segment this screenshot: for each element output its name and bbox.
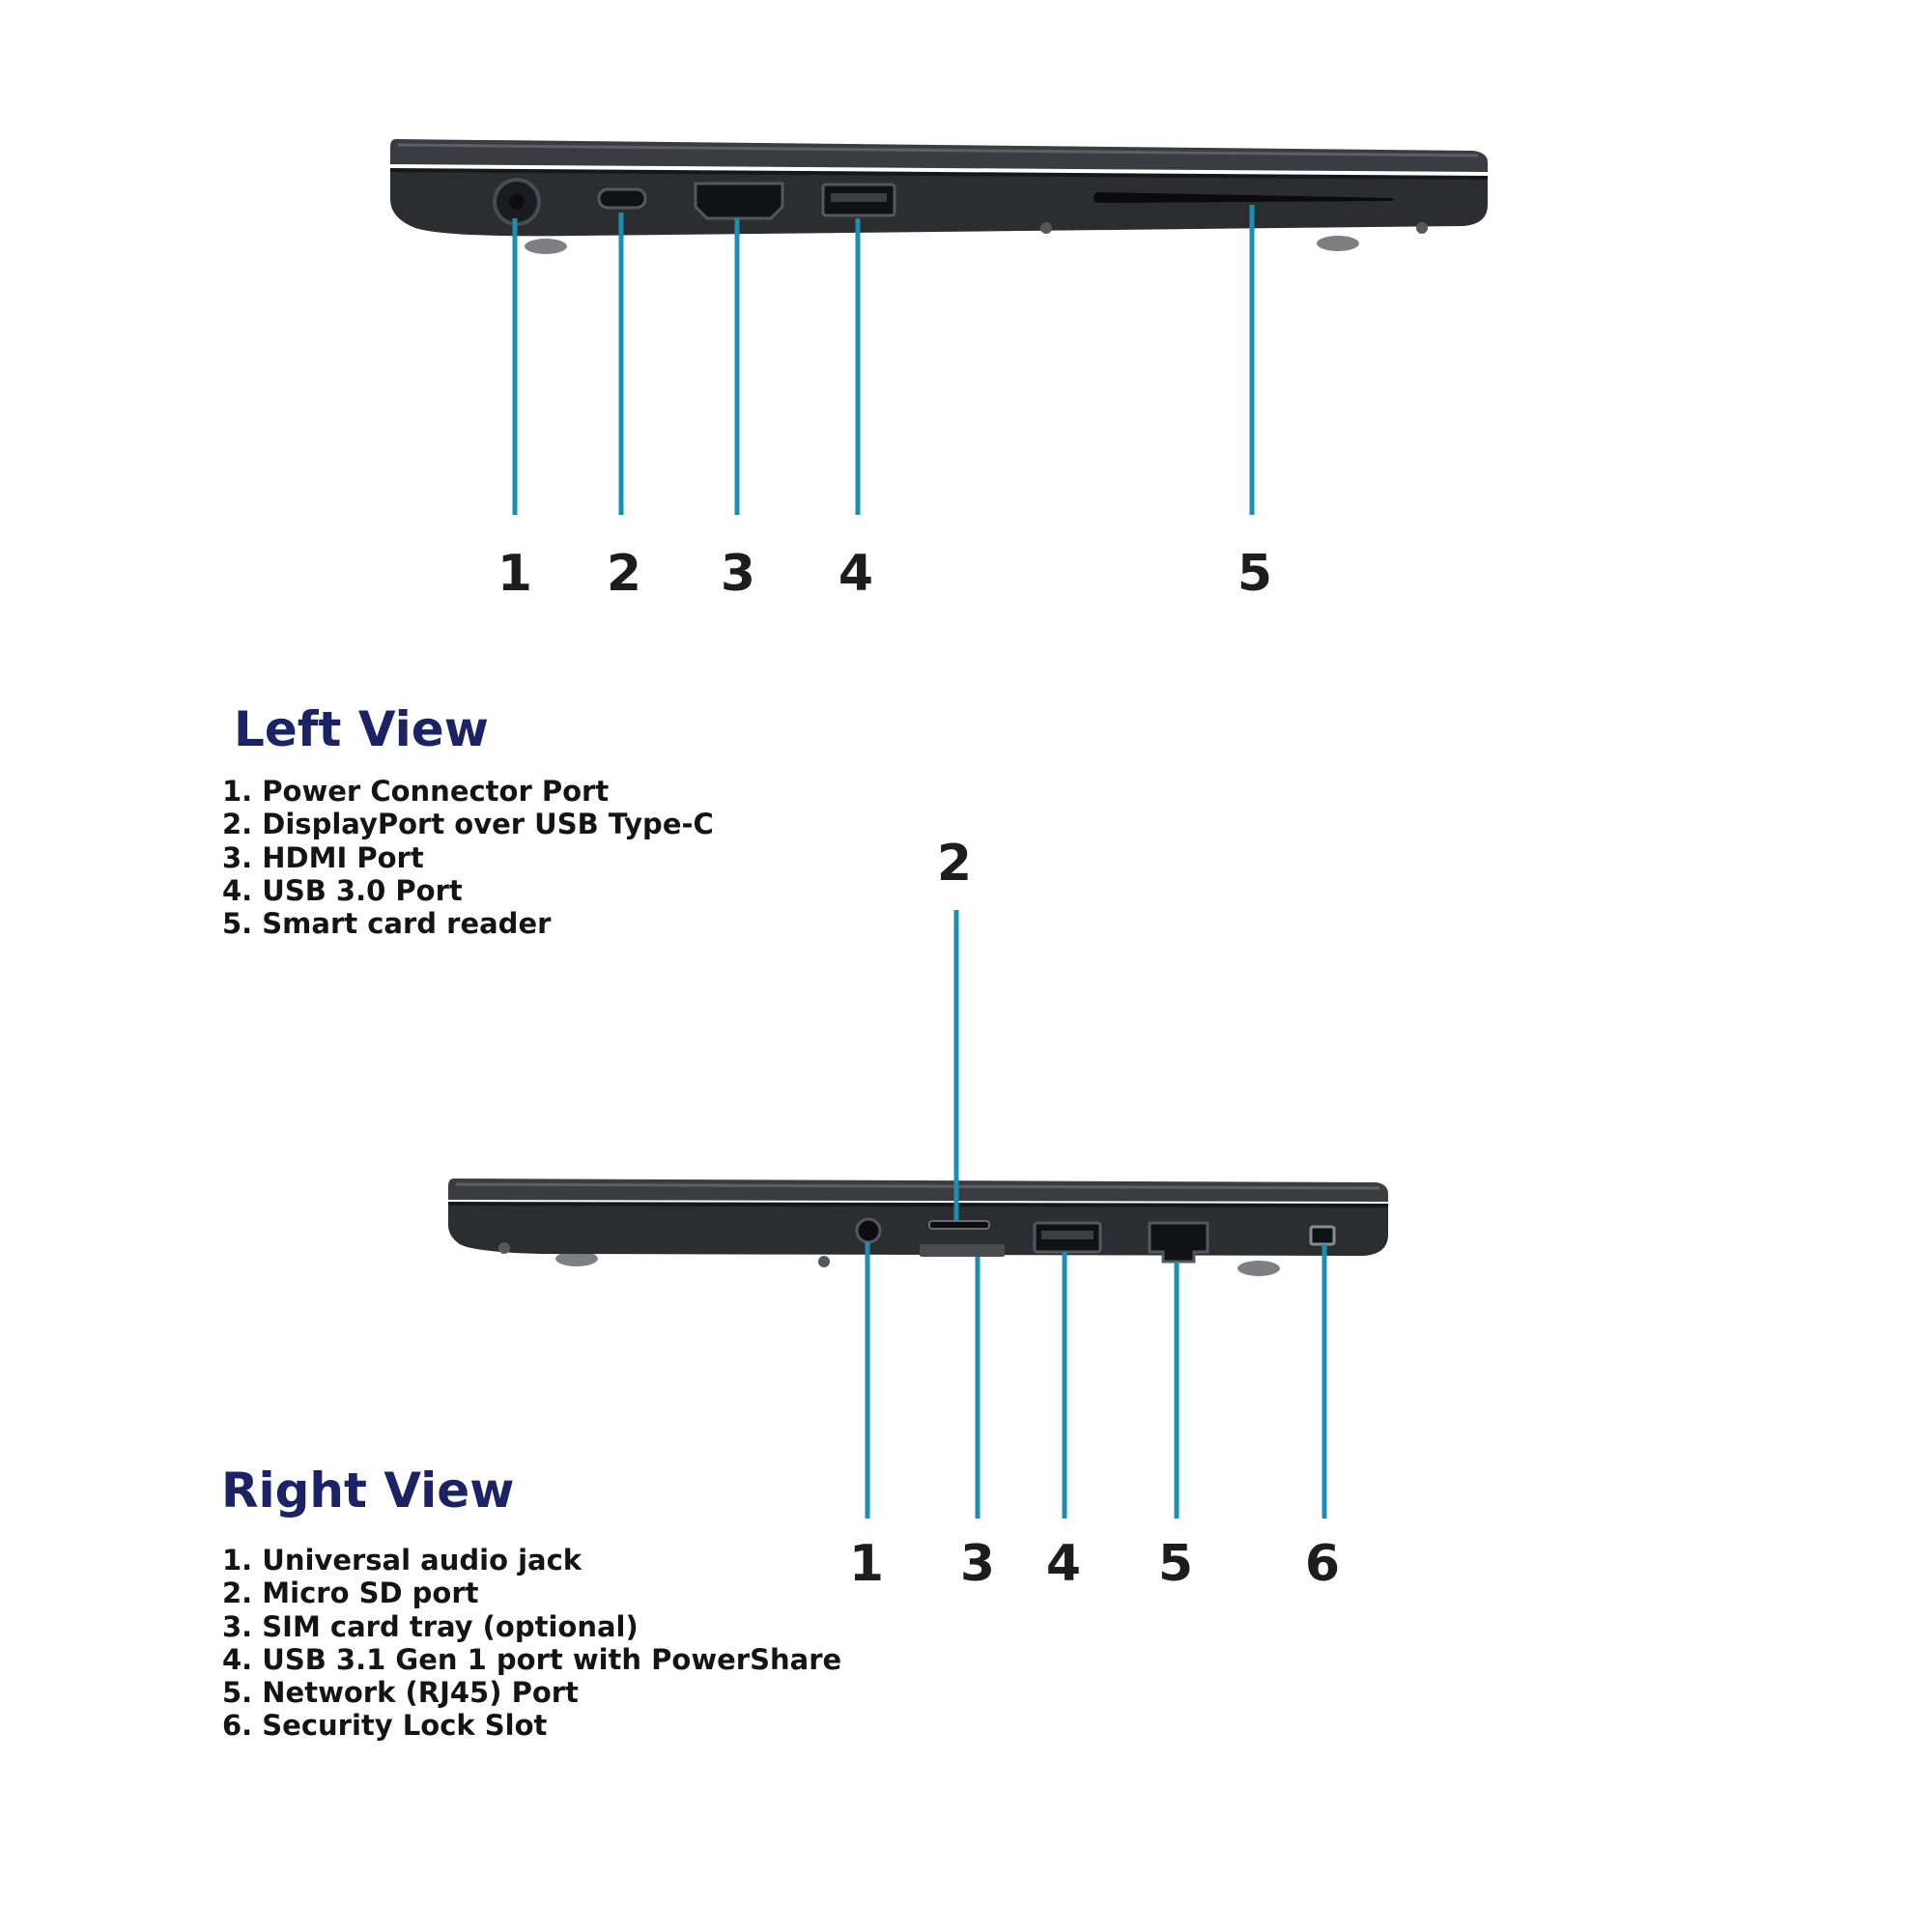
left-view-title: Left View — [234, 701, 489, 757]
laptop-lid — [390, 139, 1488, 172]
usb-c-port-icon — [597, 187, 647, 210]
right-callout-1: 1 — [848, 1535, 885, 1593]
laptop-foot — [1317, 236, 1359, 251]
legend-item: 3. HDMI Port — [222, 840, 424, 874]
laptop-base — [390, 170, 1488, 237]
left-callout-2: 2 — [606, 545, 642, 603]
legend-item: 5. Network (RJ45) Port — [222, 1676, 579, 1710]
legend-item: 1. Universal audio jack — [222, 1544, 582, 1577]
legend-item: 3. SIM card tray (optional) — [222, 1609, 639, 1643]
left-callout-4: 4 — [838, 545, 874, 603]
hdmi-port-icon — [694, 182, 784, 220]
lid-highlight — [397, 143, 1479, 157]
laptop-foot — [525, 239, 567, 254]
legend-item: 2. DisplayPort over USB Type-C — [222, 808, 714, 841]
laptop-foot — [1237, 1261, 1280, 1276]
micro-sd-slot-icon — [928, 1220, 990, 1230]
right-callout-2: 2 — [936, 835, 973, 893]
legend-item: 6. Security Lock Slot — [222, 1709, 548, 1743]
usb-a-tongue — [831, 193, 887, 202]
audio-jack-icon — [855, 1217, 882, 1244]
lid-highlight — [455, 1182, 1380, 1190]
laptop-seam — [447, 1202, 1389, 1208]
smart-card-slot-icon — [1094, 192, 1394, 203]
legend-item: 2. Micro SD port — [222, 1577, 479, 1610]
power-jack-pin — [509, 194, 525, 210]
laptop-seam — [389, 168, 1489, 180]
right-callout-3: 3 — [959, 1535, 996, 1593]
right-view-title: Right View — [221, 1463, 515, 1519]
sim-tray-icon — [920, 1244, 1005, 1257]
right-callout-5: 5 — [1157, 1535, 1194, 1593]
rj45-port-icon — [1148, 1221, 1209, 1264]
laptop-foot — [555, 1251, 598, 1266]
laptop-lid — [448, 1179, 1388, 1202]
right-view-laptop — [447, 1179, 1389, 1276]
left-callout-5: 5 — [1236, 545, 1273, 603]
screw — [498, 1242, 510, 1254]
right-callout-4: 4 — [1045, 1535, 1082, 1593]
legend-item: 5. Smart card reader — [222, 907, 552, 941]
legend-item: 4. USB 3.1 Gen 1 port with PowerShare — [222, 1642, 842, 1676]
screw — [1040, 222, 1052, 234]
lock-slot-icon — [1309, 1225, 1336, 1246]
left-callout-1: 1 — [497, 545, 533, 603]
legend-item: 1. Power Connector Port — [222, 775, 610, 808]
right-view-legend: 1. Universal audio jack 2. Micro SD port… — [222, 1544, 841, 1743]
laptop-base — [448, 1204, 1388, 1256]
left-view-legend: 1. Power Connector Port 2. DisplayPort o… — [222, 775, 714, 940]
right-callout-6: 6 — [1304, 1535, 1341, 1593]
legend-item: 4. USB 3.0 Port — [222, 873, 463, 907]
usb-a-tongue — [1041, 1231, 1094, 1239]
screw — [1416, 222, 1428, 234]
right-view-leader-lines — [865, 910, 1327, 1519]
left-view-laptop — [389, 139, 1489, 254]
left-callout-3: 3 — [720, 545, 756, 603]
screw — [818, 1256, 830, 1267]
left-view-leader-lines — [512, 205, 1255, 515]
